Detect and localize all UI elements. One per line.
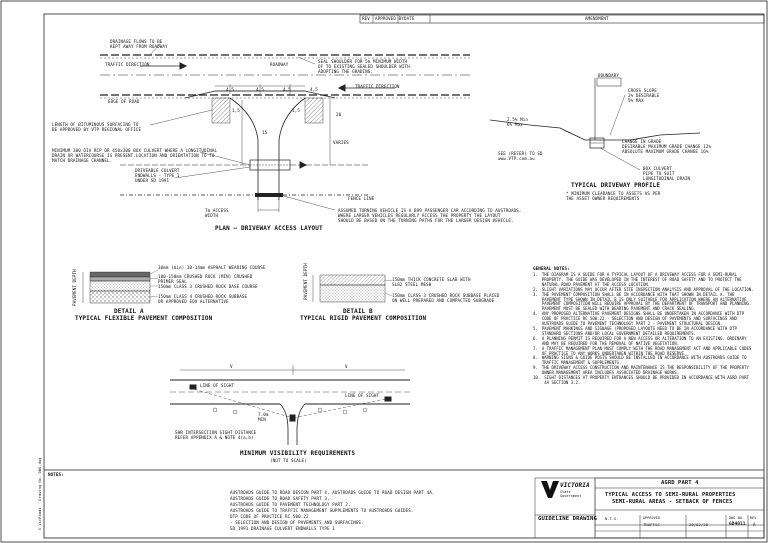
- visibility-v-right: V: [345, 364, 348, 369]
- plan-culvert-note: MINIMUM 300 DIA RCP OR 450x300 BOX CULVE…: [52, 148, 218, 163]
- plan-dim-5: 20: [336, 112, 342, 117]
- detail-b-drawing: [312, 274, 393, 303]
- victoria-logo-icon: [541, 481, 559, 498]
- note-item: 1.THE DIAGRAM IS A GUIDE FOR A TYPICAL L…: [533, 272, 742, 287]
- reference-line-4: AUSTROADS GUIDE TO TRAFFIC MANAGEMENT SU…: [230, 508, 414, 513]
- reference-line-6: - SELECTION AND DESIGN OF PAVEMENTS AND …: [230, 520, 364, 525]
- note-item: 8.WARNING SIGNS & GUIDE POSTS SHOULD BE …: [533, 355, 747, 366]
- header-approved-by: APPROVED BY: [375, 16, 404, 21]
- guideline-label: GUIDELINE DRAWING: [538, 516, 597, 522]
- profile-title: TYPICAL DRIVEWAY PROFILE: [571, 182, 661, 189]
- profile-box-culvert: BOX CULVERT PIPE TO SUIT LONGITUDINAL DR…: [643, 166, 691, 181]
- scale-label: N.T.S.: [605, 517, 619, 521]
- title-line-1: TYPICAL ACCESS TO SEMI-RURAL PROPERTIES: [605, 492, 736, 498]
- plan-drawing: [100, 43, 470, 212]
- detail-a-drawing: [82, 269, 159, 304]
- profile-subtitle: * MINIMUM CLEARANCE TO ASSETS AS PER THE…: [566, 191, 661, 201]
- note-item: 6.A PLANNING PERMIT IS REQUIRED FOR A NE…: [533, 335, 747, 346]
- title-block-frame: [594, 477, 765, 539]
- plan-dim-7: 1,5: [292, 108, 300, 113]
- general-notes-list: 1.THE DIAGRAM IS A GUIDE FOR A TYPICAL L…: [533, 272, 755, 386]
- note-item: 4.ANY PROPOSED ALTERNATIVE PAVEMENT DESI…: [533, 311, 745, 327]
- plan-length-note: LENGTH OF BITUMINOUS SURFACING TO BE APP…: [52, 122, 142, 132]
- visibility-line-of-sight-right: LINE OF SIGHT: [345, 393, 380, 398]
- note-item: 7.A TRAFFIC MANAGEMENT PLAN MUST COMPLY …: [533, 345, 752, 356]
- note-item: 2.SLIGHT VARIATIONS MAY OCCUR AFTER SITE…: [533, 286, 754, 292]
- detail-a-title-1: DETAIL A: [114, 308, 144, 315]
- reference-line-5: DTP CODE OF PRACTICE RC 500.22: [230, 514, 309, 519]
- side-text: © VicRoads Drawing No. DWG.dwg: [38, 457, 42, 530]
- visibility-subtitle: (NOT TO SCALE): [270, 458, 307, 463]
- detail-b-layer-2: 150mm CLASS 3 CRUSHED ROCK SUBBASE PLACE…: [392, 293, 500, 303]
- plan-access-width: 7m ACCESS WIDTH: [205, 208, 229, 218]
- profile-change-note: CHANGE IN GRADE DESIRABLE MAXIMUM GRADE …: [622, 139, 712, 154]
- detail-a-layer-1: 30mm (min) 10-14mm ASPHALT WEARING COURS…: [158, 265, 266, 270]
- visibility-drawing: [170, 365, 410, 445]
- reference-line-7: SD 1991 DRAINAGE CULVERT ENDWALLS TYPE 1: [230, 526, 335, 531]
- dwg-label: DWG NO.: [729, 516, 744, 520]
- visibility-title: MINIMUM VISIBILITY REQUIREMENTS: [240, 450, 356, 457]
- rev-label: REV: [750, 516, 757, 520]
- detail-a-layer-2: 100-150mm CRUSHED ROCK (MIN) CRUSHED PRI…: [158, 274, 253, 284]
- plan-traffic-left: TRAFFIC DIRECTION: [105, 62, 150, 67]
- detail-a-title-2: TYPICAL FLEXIBLE PAVEMENT COMPOSITION: [75, 315, 213, 322]
- visibility-sight-note: SHB INTERSECTION SIGHT DISTANCE REFER AP…: [175, 430, 257, 440]
- profile-boundary: BOUNDARY: [598, 73, 619, 78]
- reference-line-3: AUSTROADS GUIDE TO PAVEMENT TECHNOLOGY P…: [230, 502, 351, 507]
- visibility-dim: 7.0m MIN: [258, 412, 269, 422]
- plan-dim-8: 15: [262, 130, 268, 135]
- plan-traffic-right: TRAFFIC DIRECTION: [355, 84, 400, 89]
- profile-sd-note: SEE (REFER) TO SD www.VTP.com.au: [498, 151, 543, 161]
- plan-dim-3: 4,5: [283, 87, 291, 92]
- dwg-number: GD4011: [729, 522, 746, 527]
- detail-a-side: PAVEMENT DEPTH: [72, 269, 77, 306]
- general-notes-heading: GENERAL NOTES:: [533, 266, 570, 271]
- note-item: 3.THE PAVEMENT COMPOSITION SHALL BE IN A…: [533, 291, 752, 312]
- plan-varies: VARIES: [333, 140, 349, 145]
- drawing-border: [43, 13, 765, 539]
- note-item: 10.SIGHT DISTANCES AT PROPERTY ENTRANCES…: [533, 375, 749, 385]
- org-sub: State Government: [560, 490, 582, 498]
- detail-b-title-1: DETAIL B: [343, 308, 373, 315]
- approved-label: APPROVED: [643, 516, 661, 520]
- plan-endwall-note: DRIVEABLE CULVERT ENDWALLS - TYPE 1 UNDE…: [135, 168, 180, 183]
- reference-line-1: AUSTROADS GUIDE TO ROAD DESIGN PART 4, A…: [230, 490, 435, 495]
- plan-seal-note: SEAL SHOULDER FOR 5m MINIMUM WIDTH OF TO…: [318, 59, 410, 74]
- plan-dim-4: 4,5: [310, 87, 318, 92]
- reference-line-2: AUSTROADS GUIDE TO ROAD SAFETY PART 3,: [230, 496, 330, 501]
- plan-dim-2: 4,5: [256, 87, 264, 92]
- profile-cross-slope: CROSS SLOPE 2% DESIRABLE 5% MAX: [628, 88, 660, 103]
- amendment-table: [359, 14, 765, 24]
- detail-b-side: PAVEMENT DEPTH: [303, 263, 308, 300]
- plan-turning-note: ASSUMED TURNING VEHICLE IS A B99 PASSENG…: [338, 208, 522, 223]
- header-amendment: AMENDMENT: [585, 16, 609, 21]
- org-name: VICTORIA: [560, 482, 590, 489]
- profile-drawing: [489, 77, 701, 171]
- rev-value: A: [753, 522, 756, 527]
- detail-b-layer-1: 150mm THICK CONCRETE SLAB WITH SL82 STEE…: [392, 277, 471, 287]
- plan-roadway: ROADWAY: [270, 62, 289, 67]
- note-item: 9.THE DRIVEWAY ACCESS CONSTRUCTION AND M…: [533, 365, 749, 376]
- detail-b-title-2: TYPICAL RIGID PAVEMENT COMPOSITION: [300, 315, 427, 322]
- plan-dim-6: 1,5: [232, 108, 240, 113]
- profile-slope-left: 2.5% Min 6% Max: [507, 117, 528, 127]
- visibility-v-left: V: [230, 364, 233, 369]
- title-line-2: SEMI-RURAL AREAS - SETBACK OF FENCES: [612, 499, 733, 505]
- date-value: 20/02/20: [689, 522, 709, 527]
- detail-a-layer-4: 150mm CLASS 4 CRUSHED ROCK SUBBASE OR AP…: [158, 294, 248, 304]
- approved-value: TRAFFIC: [643, 522, 660, 527]
- visibility-line-of-sight-left: LINE OF SIGHT: [200, 383, 235, 388]
- plan-fence-line: FENCE LINE: [348, 196, 375, 201]
- plan-edge-of-road: EDGE OF ROAD: [108, 99, 140, 104]
- detail-a-layer-3: 150mm CLASS 3 CRUSHED ROCK BASE COURSE: [158, 284, 258, 289]
- header-rev: REV: [362, 16, 370, 21]
- plan-dim-1: 4,5: [226, 87, 234, 92]
- header-date: DATE: [404, 16, 415, 21]
- plan-title: PLAN – DRIVEWAY ACCESS LAYOUT: [215, 225, 323, 232]
- plan-drainage-note: DRAINAGE FLOWS TO BE KEPT AWAY FROM ROAD…: [110, 39, 168, 49]
- note-item: 5.PAVEMENT MARKINGS AND SIGNAGE (PROPOSE…: [533, 325, 737, 336]
- title-agrd: AGRD PART 4: [661, 480, 699, 486]
- references-heading: NOTES:: [48, 472, 64, 477]
